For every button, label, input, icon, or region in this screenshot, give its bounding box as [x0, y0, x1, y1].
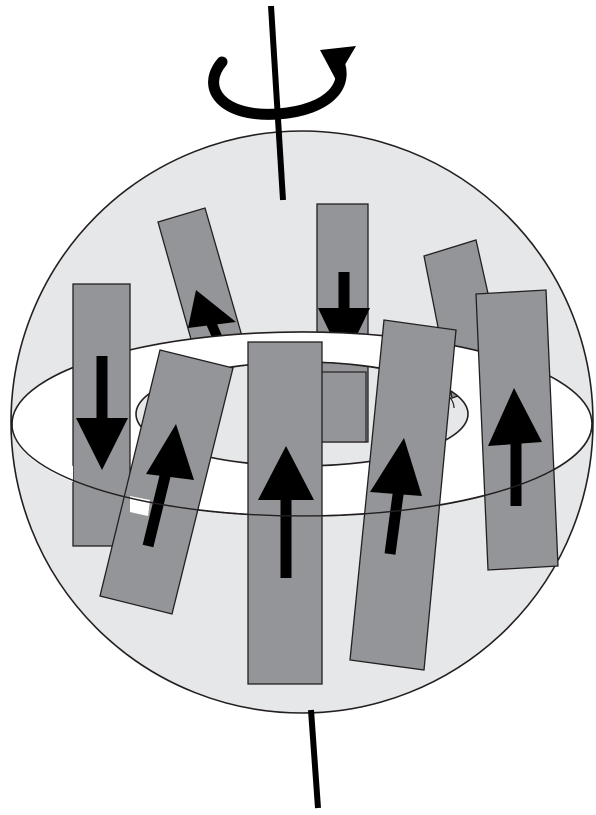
magnet-front-center [248, 342, 322, 684]
magnet-back-center-lower [320, 372, 366, 442]
rotation-arrow-icon [214, 46, 356, 114]
magnet-right-outer [476, 290, 558, 570]
rotation-axis-bottom [311, 710, 318, 808]
